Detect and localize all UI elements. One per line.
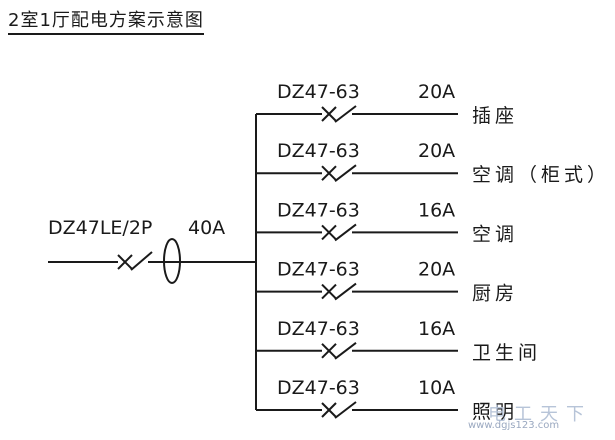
branch-3-rating: 16A — [418, 199, 455, 221]
branch-4-blade — [334, 282, 357, 301]
watermark-url: www.dgjs123.com — [468, 420, 560, 431]
branch-4-rating: 20A — [418, 259, 455, 281]
branch-6-x-b — [321, 402, 337, 418]
branch-4-x-b — [321, 283, 337, 300]
branch-5-model: DZ47-63 — [277, 318, 360, 340]
branch-6-blade — [334, 401, 357, 419]
branch-1-x-b — [321, 106, 337, 122]
branch-5-blade — [334, 342, 357, 360]
page-title: 2室1厅配电方案示意图 — [8, 10, 204, 35]
branch-1-model: DZ47-63 — [277, 81, 360, 103]
watermark-brand: 电工天下 — [488, 404, 592, 425]
main-breaker-x-b — [117, 254, 133, 270]
branch-1-rating: 20A — [418, 81, 455, 103]
branch-3-blade — [334, 223, 357, 242]
branch-2-rating: 20A — [418, 140, 455, 162]
main-breaker-model: DZ47LE/2P — [48, 217, 152, 239]
branch-5-rating: 16A — [418, 318, 455, 340]
branch-3-label: 空调 — [472, 223, 518, 245]
main-breaker-blade — [130, 251, 153, 271]
branch-3-x-b — [321, 224, 337, 241]
branch-4-label: 厨房 — [472, 283, 518, 305]
branch-6-rating: 10A — [418, 377, 455, 399]
branch-3-model: DZ47-63 — [277, 199, 360, 221]
branch-6-model: DZ47-63 — [277, 377, 360, 399]
branch-1-label: 插座 — [472, 105, 518, 127]
branch-2-model: DZ47-63 — [277, 140, 360, 162]
branch-6-label: 照明 — [472, 401, 518, 423]
main-breaker-rating: 40A — [188, 217, 225, 239]
branch-5-x-b — [321, 343, 337, 359]
branch-circuits: DZ47-63 20A 插座 DZ47-63 20A 空调（柜式） DZ47-63 16A 空调… — [256, 81, 610, 423]
branch-2-x-b — [321, 165, 337, 181]
branch-5-label: 卫生间 — [472, 342, 541, 364]
branch-1-blade — [334, 105, 357, 123]
branch-2-label: 空调（柜式） — [472, 164, 610, 186]
branch-2-blade — [334, 164, 357, 182]
branch-4-model: DZ47-63 — [277, 259, 360, 281]
